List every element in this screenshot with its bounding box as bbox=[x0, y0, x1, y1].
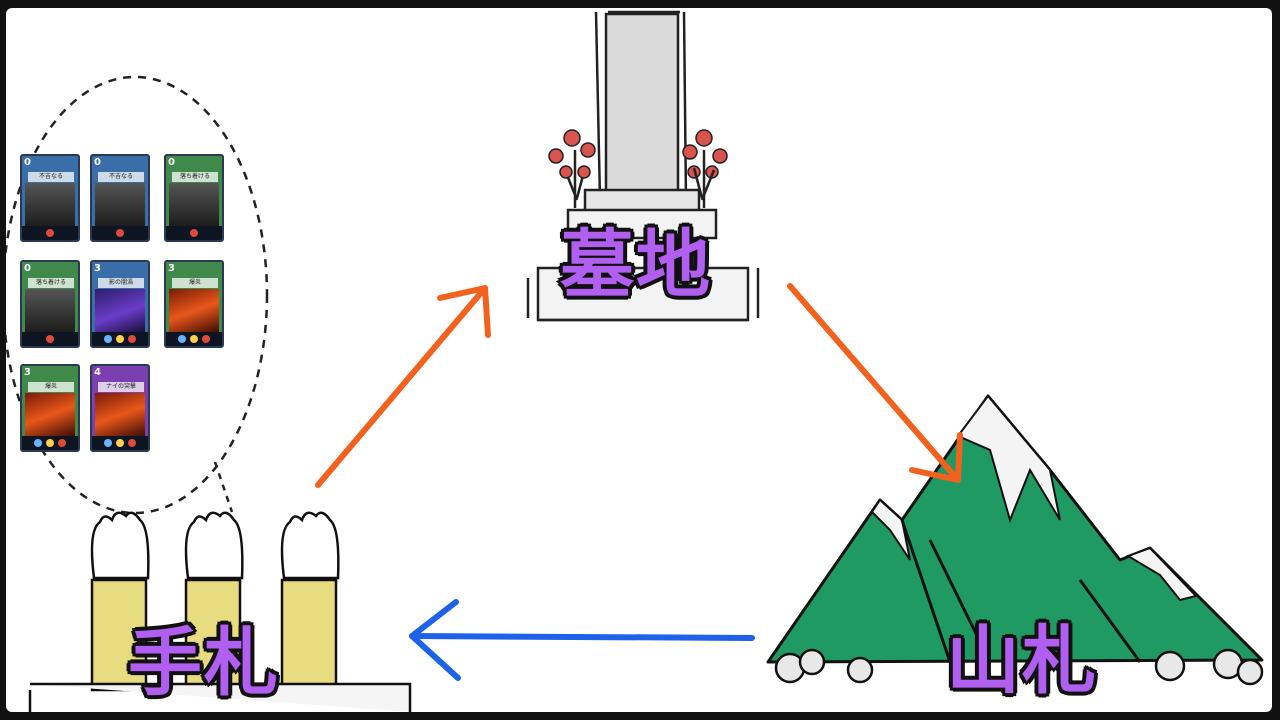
card-art bbox=[25, 289, 75, 333]
hand-card: 0 落ち着ける bbox=[164, 154, 224, 242]
hand-callout-dashes bbox=[213, 461, 234, 513]
card-gem-icon bbox=[58, 439, 66, 447]
arrow-up-right-icon bbox=[315, 285, 491, 488]
card-art bbox=[169, 183, 219, 227]
card-title: ナイの突撃 bbox=[98, 382, 144, 392]
card-footer bbox=[92, 332, 148, 346]
card-footer bbox=[92, 226, 148, 240]
card-gem-icon bbox=[46, 439, 54, 447]
card-gem-icon bbox=[116, 335, 124, 343]
card-title: 影の闇渦 bbox=[98, 278, 144, 288]
card-gem-icon bbox=[46, 335, 54, 343]
card-gem-icon bbox=[190, 229, 198, 237]
card-cost: 0 bbox=[24, 263, 31, 274]
hand-card: 4 ナイの突撃 bbox=[90, 364, 150, 452]
grave-flowers-icon bbox=[548, 129, 728, 179]
card-title: 落ち着ける bbox=[172, 172, 218, 182]
card-art bbox=[169, 289, 219, 333]
graveyard-label: 墓地 bbox=[558, 222, 712, 308]
card-footer bbox=[166, 332, 222, 346]
arrow-left-icon bbox=[409, 599, 755, 681]
card-gem-icon bbox=[190, 335, 198, 343]
raised-hands-icon bbox=[28, 511, 412, 712]
card-gem-icon bbox=[104, 439, 112, 447]
card-gem-icon bbox=[116, 229, 124, 237]
hand-card: 0 落ち着ける bbox=[20, 260, 80, 348]
hand-card: 3 影の闇渦 bbox=[90, 260, 150, 348]
card-footer bbox=[92, 436, 148, 450]
mountain-icon bbox=[766, 394, 1264, 686]
card-art bbox=[95, 393, 145, 437]
card-title: 不吉なる bbox=[98, 172, 144, 182]
hand-label: 手札 bbox=[126, 620, 280, 706]
hand-card: 0 不吉なる bbox=[90, 154, 150, 242]
card-cost: 0 bbox=[168, 157, 175, 168]
card-title: 爆炎 bbox=[172, 278, 218, 288]
card-gem-icon bbox=[104, 335, 112, 343]
grave-flowers-stems bbox=[692, 150, 716, 208]
tombstone-icon bbox=[526, 10, 760, 322]
hand-card: 0 不吉なる bbox=[20, 154, 80, 242]
card-cost: 0 bbox=[94, 157, 101, 168]
card-gem-icon bbox=[46, 229, 54, 237]
hand-cards-dashed-ellipse bbox=[6, 75, 269, 515]
card-gem-icon bbox=[128, 439, 136, 447]
hand-card: 3 爆炎 bbox=[164, 260, 224, 348]
card-title: 不吉なる bbox=[28, 172, 74, 182]
card-art bbox=[25, 393, 75, 437]
card-footer bbox=[22, 226, 78, 240]
card-footer bbox=[22, 332, 78, 346]
card-footer bbox=[22, 436, 78, 450]
card-art bbox=[95, 289, 145, 333]
card-cost: 0 bbox=[24, 157, 31, 168]
card-title: 爆炎 bbox=[28, 382, 74, 392]
card-gem-icon bbox=[202, 335, 210, 343]
card-gem-icon bbox=[34, 439, 42, 447]
card-cost: 3 bbox=[94, 263, 101, 274]
card-art bbox=[95, 183, 145, 227]
card-gem-icon bbox=[178, 335, 186, 343]
card-gem-icon bbox=[128, 335, 136, 343]
card-cost: 3 bbox=[168, 263, 175, 274]
card-footer bbox=[166, 226, 222, 240]
hand-card: 3 爆炎 bbox=[20, 364, 80, 452]
card-title: 落ち着ける bbox=[28, 278, 74, 288]
card-art bbox=[25, 183, 75, 227]
diagram-illustration bbox=[6, 10, 1264, 712]
card-gem-icon bbox=[116, 439, 124, 447]
card-cost: 4 bbox=[94, 367, 101, 378]
card-cost: 3 bbox=[24, 367, 31, 378]
deck-label: 山札 bbox=[944, 618, 1098, 704]
arrow-down-right-icon bbox=[787, 283, 963, 483]
